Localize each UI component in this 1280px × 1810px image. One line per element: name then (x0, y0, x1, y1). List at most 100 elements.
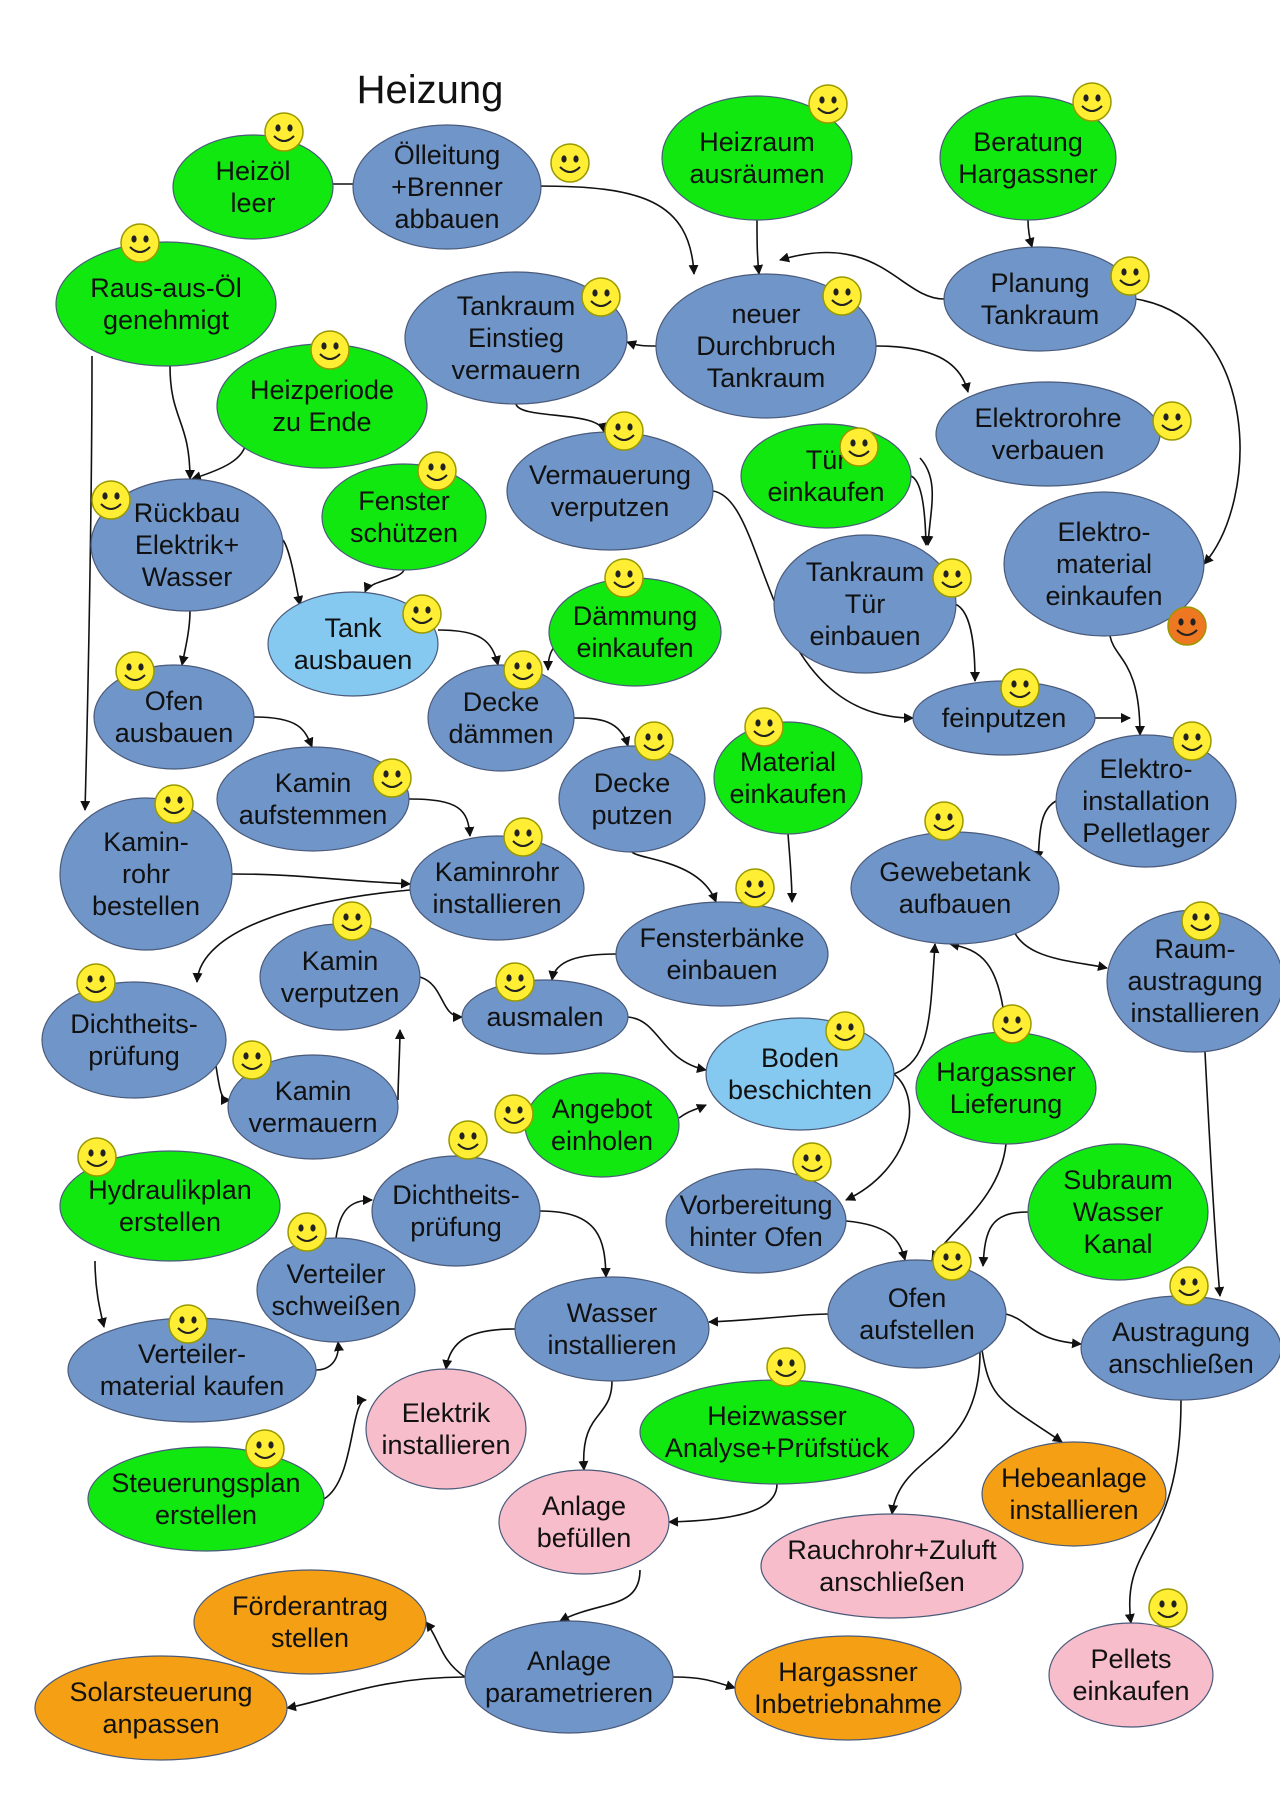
smiley-icon (1110, 256, 1150, 296)
smiley-icon (634, 721, 674, 761)
node-label-line: Hydraulikplan (88, 1175, 252, 1205)
smiley-icon (581, 277, 621, 317)
node-label-line: installieren (432, 889, 561, 919)
edge-rueckbau-to-ofenausbauen (178, 610, 191, 666)
smiley-icon (822, 276, 862, 316)
smiley-icon (91, 480, 131, 520)
smiley-icon (992, 1004, 1032, 1044)
node-shape (498, 1469, 670, 1575)
edge-heizwasser-to-anlagebefuellen (668, 1483, 778, 1527)
node-label-line: Hargassner (958, 159, 1098, 189)
node-shape (506, 431, 714, 551)
smiley-icon (1181, 901, 1221, 941)
node-shape (365, 1368, 527, 1490)
edge-kaminrohrbestellen-to-kaminrohrinstallieren (231, 873, 411, 889)
node-shape (55, 241, 277, 367)
smiley-icon (495, 962, 535, 1002)
node-label-line: prüfung (88, 1041, 180, 1071)
smiley-icon (604, 558, 644, 598)
edge-elektrorohre-to-tankraumtuer (919, 457, 934, 546)
smiley-icon (448, 1120, 488, 1160)
node-shape (665, 1168, 847, 1274)
node-label-line: Ölleitung (394, 140, 501, 170)
node-shape (259, 923, 421, 1031)
node-shape (371, 1155, 541, 1267)
node-shape (59, 797, 233, 951)
node-label-line: Tankraum (457, 291, 576, 321)
edge-hydraulikplan-to-verteilermaterial (94, 1260, 107, 1328)
node-label-line: anschließen (1108, 1349, 1254, 1379)
node-label-line: Pellets (1090, 1644, 1171, 1674)
node-label-line: Elektrik (402, 1398, 491, 1428)
smiley-icon (1169, 1266, 1209, 1306)
node-label-line: Tür (845, 589, 886, 619)
smiley-icon (825, 1011, 865, 1051)
node-shape (915, 1031, 1097, 1145)
edge-bodenbeschichten-to-gewebetank (893, 943, 940, 1075)
node-shape (1003, 491, 1205, 637)
node-label-line: installieren (381, 1430, 510, 1460)
node-shape (41, 981, 227, 1099)
node-label-line: schützen (350, 518, 458, 548)
smiley-icon (604, 411, 644, 451)
node-label-line: material (1056, 549, 1152, 579)
edge-durchbruch-to-tankraumeinstieg (626, 340, 657, 350)
node-label-line: verputzen (551, 492, 670, 522)
smiley-icon (1172, 721, 1212, 761)
edge-anlageparametrieren-to-hargassnerinbetrieb (672, 1676, 736, 1691)
edge-tankraumtuer-to-feinputzen (954, 603, 980, 682)
node-shape (267, 591, 439, 697)
edge-ofenausbauen-to-kaminaufstemmen (253, 716, 314, 748)
node-label-line: anschließen (819, 1567, 965, 1597)
smiley-icon (735, 868, 775, 908)
node-shape (409, 835, 585, 941)
edge-verteilerschweissen-to-dichtheitspruefung2 (335, 1195, 373, 1239)
node-shape (734, 1635, 962, 1741)
edge-ofenaufstellen-to-rauchrohr (888, 1351, 981, 1515)
node-shape (321, 463, 487, 571)
edge-deckeputzen-to-fensterbaenke (631, 851, 718, 903)
node-label-line: einholen (551, 1126, 653, 1156)
smiley-icon (766, 1347, 806, 1387)
edge-dichtheitspruefung1-to-kaminvermauern (214, 1059, 231, 1105)
edge-anlageparametrieren-to-solarsteuerung (286, 1676, 466, 1712)
node-shape (59, 1150, 281, 1262)
smiley-icon (503, 817, 543, 857)
edge-vorbereitung-to-ofenaufstellen (845, 1220, 908, 1261)
node-label-line: Verteiler (286, 1259, 385, 1289)
node-label-line: Analyse+Prüfstück (665, 1433, 890, 1463)
smiley-icon (332, 901, 372, 941)
node-shape (655, 273, 877, 419)
node-label-line: Fenster (358, 486, 450, 516)
node-label-line: erstellen (119, 1207, 221, 1237)
node-label-line: ausbauen (115, 718, 234, 748)
smiley-icon (1072, 82, 1112, 122)
node-shape (404, 271, 628, 405)
node-label-line: vermauern (248, 1108, 377, 1138)
edge-fensterschuetzen-to-tankausbauen (363, 569, 405, 593)
node-label-line: Rauchrohr+Zuluft (787, 1535, 997, 1565)
node-label-line: Angebot (552, 1094, 653, 1124)
node-label-line: putzen (591, 800, 672, 830)
smiley-icon (1000, 668, 1040, 708)
edge-tankausbauen-to-deckedaemmen (437, 629, 501, 666)
